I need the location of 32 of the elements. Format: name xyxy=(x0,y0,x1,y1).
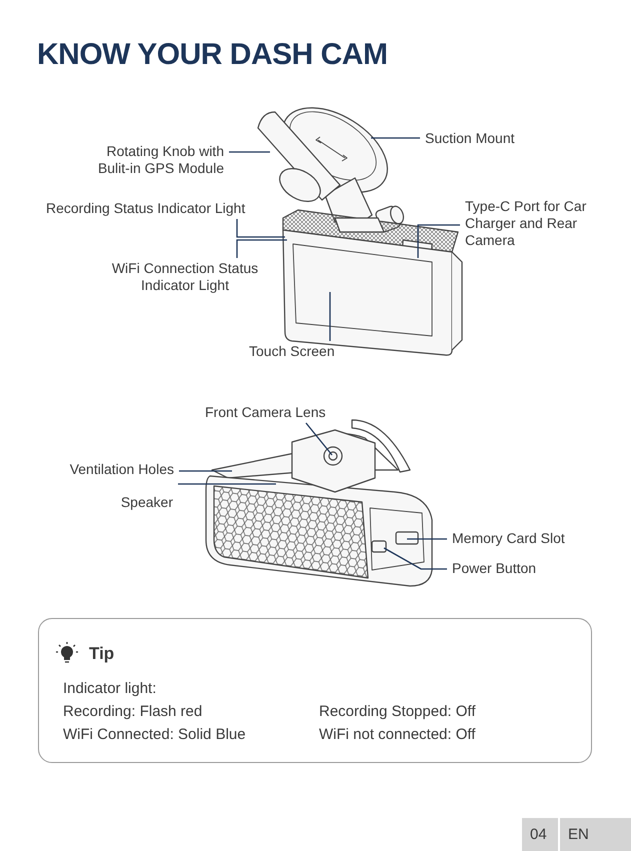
part-label: WiFi Connection Status Indicator Light xyxy=(95,260,275,294)
leader-line xyxy=(384,547,447,570)
leader-line xyxy=(306,422,332,456)
tip-panel xyxy=(38,618,592,763)
language-tab: EN xyxy=(560,818,631,851)
leader-line xyxy=(417,224,460,258)
leader-line xyxy=(329,292,331,341)
page-title: KNOW YOUR DASH CAM xyxy=(37,38,388,72)
tip-text: Recording Stopped: Off xyxy=(319,703,476,720)
tip-heading: Tip xyxy=(89,644,114,664)
part-label: Recording Status Indicator Light xyxy=(46,200,246,217)
part-label: Power Button xyxy=(452,560,536,577)
part-label: Ventilation Holes xyxy=(70,461,174,478)
part-label: Front Camera Lens xyxy=(205,404,326,421)
tip-text: WiFi not connected: Off xyxy=(319,726,476,743)
leader-line xyxy=(236,239,287,258)
leader-line xyxy=(229,151,270,153)
part-label: Rotating Knob with Bulit-in GPS Module xyxy=(74,143,224,177)
part-label: Suction Mount xyxy=(425,130,514,147)
part-label: Touch Screen xyxy=(249,343,335,360)
part-label: Speaker xyxy=(120,494,173,511)
part-label: Type-C Port for Car Charger and Rear Camera xyxy=(465,198,590,249)
part-label: Memory Card Slot xyxy=(452,530,565,547)
leader-line xyxy=(178,483,276,485)
page-number-tab: 04 xyxy=(522,818,558,851)
leader-line xyxy=(236,219,285,238)
leader-line xyxy=(371,137,420,139)
tip-text: Indicator light: xyxy=(63,680,156,697)
tip-text: Recording: Flash red xyxy=(63,703,202,720)
leader-line xyxy=(179,470,232,472)
leader-line xyxy=(407,538,447,540)
tip-text: WiFi Connected: Solid Blue xyxy=(63,726,246,743)
